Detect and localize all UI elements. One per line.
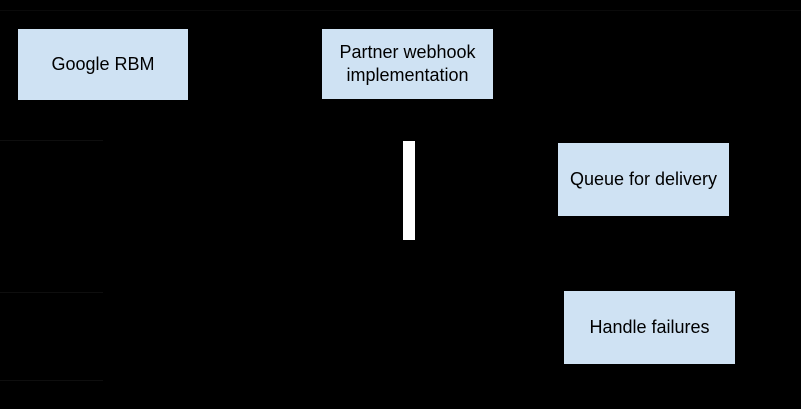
- node-partner-webhook: Partner webhook implementation: [322, 29, 493, 99]
- node-google-rbm: Google RBM: [18, 29, 188, 100]
- node-handle-failures-label: Handle failures: [589, 317, 710, 337]
- node-queue-for-delivery-label: Queue for delivery: [569, 169, 718, 189]
- node-queue-for-delivery: Queue for delivery: [558, 143, 729, 216]
- faint-border-line: [0, 10, 801, 11]
- faint-arrow-line: [0, 380, 103, 381]
- activation-bar: [403, 141, 415, 240]
- faint-arrow-line: [0, 292, 103, 293]
- node-partner-webhook-label: Partner webhook implementation: [339, 42, 476, 85]
- node-google-rbm-label: Google RBM: [51, 54, 155, 74]
- faint-arrow-line: [0, 140, 103, 141]
- node-handle-failures: Handle failures: [564, 291, 735, 364]
